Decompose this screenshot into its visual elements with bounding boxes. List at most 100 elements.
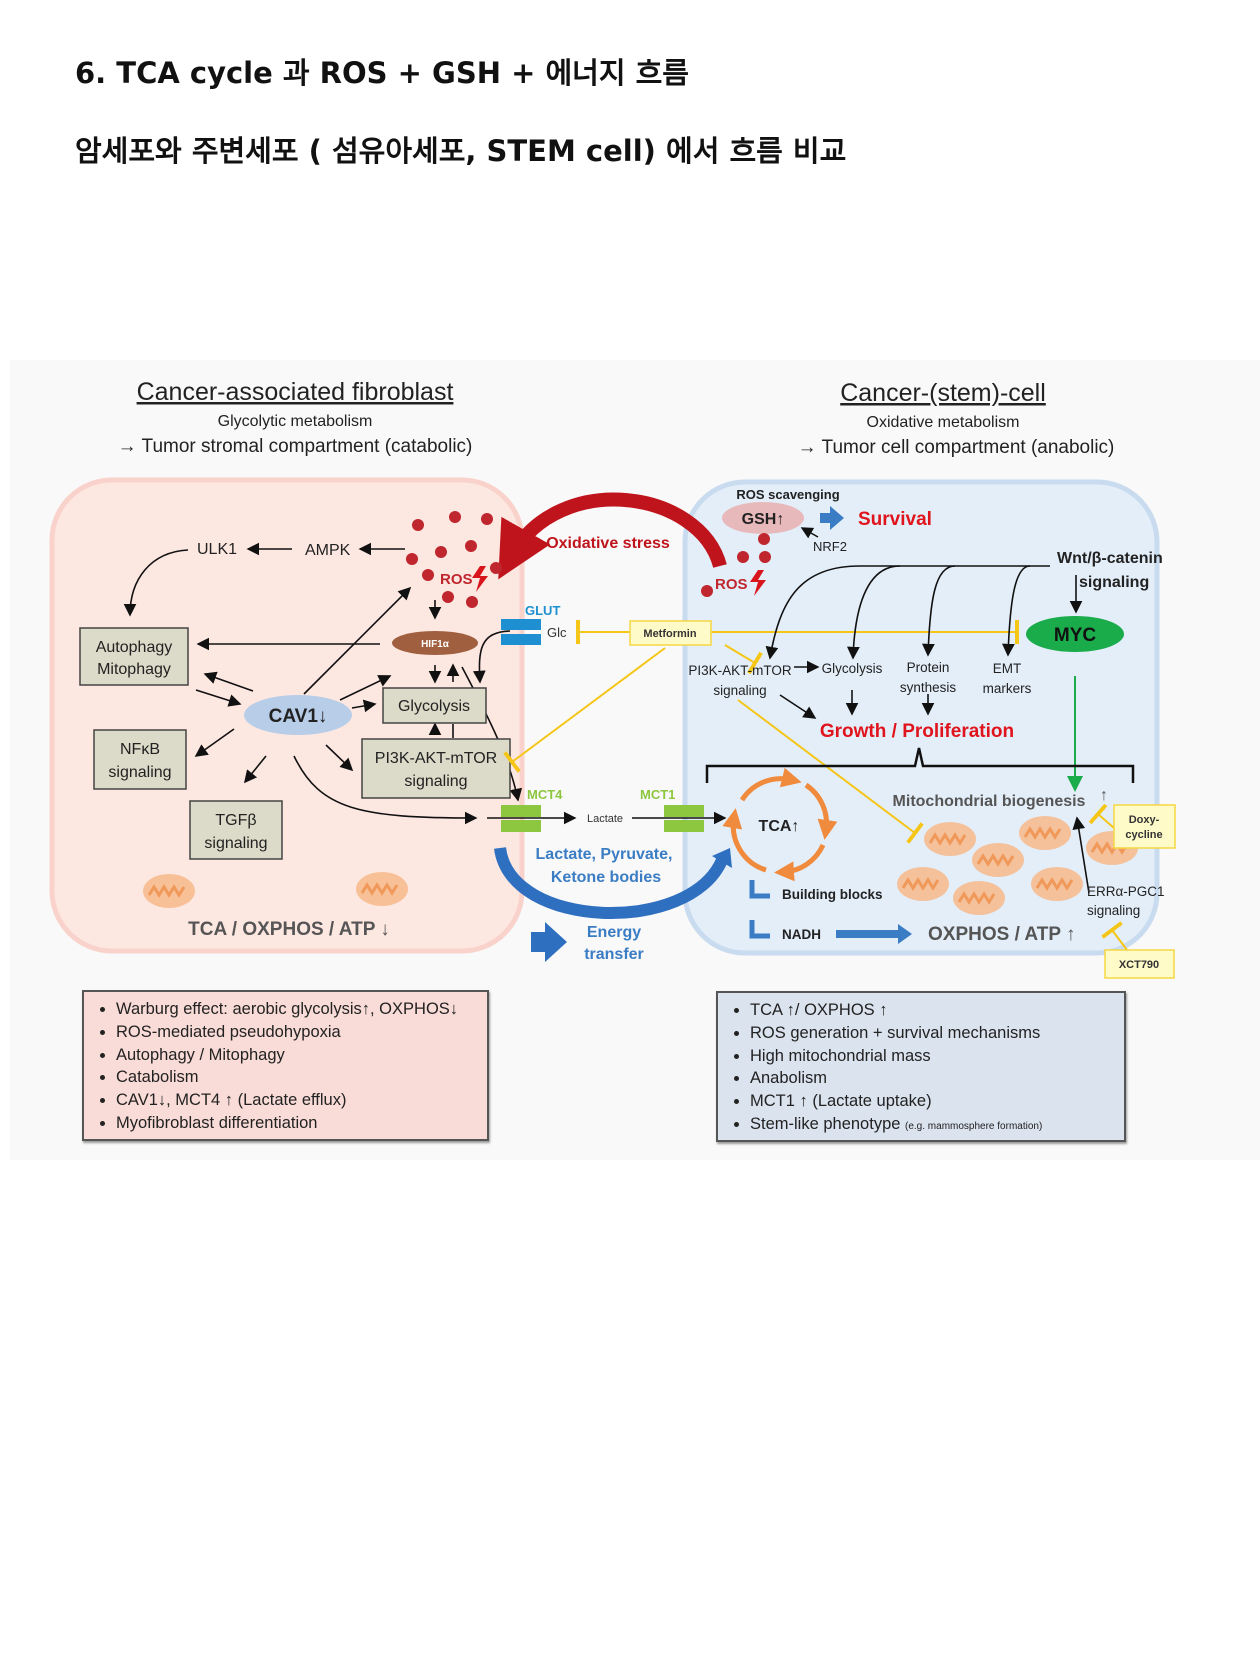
doxycycline-box [1113,804,1176,849]
summary-left-item: Autophagy / Mitophagy [116,1044,487,1067]
survival-label: Survival [858,509,932,530]
nfkb-signaling-label: signaling [108,764,171,781]
arc-arrowhead [712,848,732,868]
bracket [705,747,1135,783]
pi3k-label-left: PI3K-AKT-mTOR [375,750,497,767]
left-arrows [123,542,727,825]
glycolysis-label-left: Glycolysis [398,698,470,715]
right-metabolism-label: Oxidative metabolism [867,414,1020,431]
myc-node [1026,616,1124,652]
metabolites-label: Lactate, Pyruvate, [536,846,673,863]
tca-label: TCA↑ [759,818,800,835]
lightning-icon [750,570,766,596]
hif1a-label: HIF1α [421,639,450,650]
ketone-bodies-label: Ketone bodies [551,869,661,886]
growth-proliferation-label: Growth / Proliferation [820,721,1014,742]
nadh-arrow [749,920,770,939]
metformin-label: Metformin [643,628,696,640]
xct790-box [1104,949,1175,979]
transfer-label: transfer [584,946,644,963]
emt-markers-label: markers [983,681,1032,696]
metformin-box [629,620,712,646]
pi3k-signaling-label-left: signaling [404,773,467,790]
summary-right-item: Stem-like phenotype (e.g. mammosphere fo… [750,1113,1124,1139]
synthesis-label: synthesis [900,680,957,695]
oxphos-atp-label: OXPHOS / ATP ↑ [928,924,1075,945]
summary-left-item: Warburg effect: aerobic glycolysis↑, OXP… [116,998,487,1021]
mitochondrion-icon [141,872,197,910]
nrf2-label: NRF2 [813,539,847,554]
protein-label: Protein [907,660,950,675]
left-tca-oxphos-label: TCA / OXPHOS / ATP ↓ [188,919,390,940]
summary-right-item: High mitochondrial mass [750,1045,1124,1068]
summary-right-item: MCT1 ↑ (Lactate uptake) [750,1090,1124,1113]
summary-left-item: Myofibroblast differentiation [116,1112,487,1135]
doxycycline-label: Doxy- [1129,814,1160,826]
nfkb-box [93,729,187,790]
ulk1-label: ULK1 [197,541,237,558]
mitochondrion-icon [354,870,410,908]
summary-right-item: Anabolism [750,1067,1124,1090]
right-heading: Cancer-(stem)-cell Oxidative metabolism … [798,379,1115,458]
hif1a-node [392,631,478,655]
mct1-transporter [664,805,704,817]
energy-flow-arc [494,846,728,920]
err-pgc1-label: ERRα-PGC1 [1087,884,1165,899]
glut-label: GLUT [525,603,560,618]
mitophagy-label: Mitophagy [97,661,171,678]
tgfb-label: TGFβ [215,812,256,829]
wnt-signaling-label: signaling [1079,574,1149,591]
autophagy-box [79,627,189,686]
gsh-label: GSH↑ [742,511,785,528]
nfkb-label: NFκB [120,741,160,758]
nrf2-arrow [800,527,819,539]
cav1-label: CAV1↓ [269,706,328,727]
summary-right-item: ROS generation + survival mechanisms [750,1022,1124,1045]
right-heading-title: Cancer-(stem)-cell [840,379,1046,407]
glycolysis-label-right: Glycolysis [822,661,883,676]
left-metabolism-label: Glycolytic metabolism [218,413,373,430]
left-heading: Cancer-associated fibroblast Glycolytic … [118,378,473,457]
tgfb-signaling-label: signaling [204,835,267,852]
cav1-node [244,695,352,735]
energy-transfer-arrow-icon [531,922,567,962]
cancer-cell-summary-box: TCA ↑/ OXPHOS ↑ ROS generation + surviva… [716,991,1126,1142]
left-compartment-label: → Tumor stromal compartment (catabolic) [118,436,473,457]
glc-label: Glc [547,625,567,640]
xct790-label: XCT790 [1119,959,1159,971]
oxidative-stress-arrow [498,492,727,580]
pi3k-label-right: PI3K-AKT-mTOR [688,663,792,678]
tca-cycle-icon [722,767,838,882]
oxidative-stress-label: Oxidative stress [546,535,670,552]
up-arrow-label: ↑ [1100,787,1108,804]
page-subtitle: 암세포와 주변세포 ( 섬유아세포, STEM cell) 에서 흐름 비교 [75,134,847,168]
summary-left-item: CAV1↓, MCT4 ↑ (Lactate efflux) [116,1089,487,1112]
building-blocks-arrow [749,880,770,899]
left-heading-title: Cancer-associated fibroblast [137,378,454,406]
ros-particles-left [406,511,502,608]
summary-left-item: ROS-mediated pseudohypoxia [116,1021,487,1044]
emt-label: EMT [993,661,1022,676]
glut-transporter [501,619,541,630]
page-title: 6. TCA cycle 과 ROS + GSH + 에너지 흐름 [75,56,689,90]
doxycycline-label-2: cycline [1125,829,1162,841]
right-compartment-label: → Tumor cell compartment (anabolic) [798,437,1115,458]
err-signaling-label: signaling [1087,903,1140,918]
ros-label-right: ROS [715,576,748,593]
energy-label: Energy [587,924,641,941]
ampk-label: AMPK [305,542,351,559]
summary-right-item: TCA ↑/ OXPHOS ↑ [750,999,1124,1022]
autophagy-label: Autophagy [96,639,173,656]
survival-arrow-icon [820,506,844,530]
nadh-label: NADH [782,927,821,942]
building-blocks-label: Building blocks [782,887,883,902]
lightning-icon [472,566,488,592]
glycolysis-box [382,687,487,724]
fibroblast-summary-box: Warburg effect: aerobic glycolysis↑, OXP… [82,990,489,1141]
summary-left-item: Catabolism [116,1066,487,1089]
ros-particles-right [701,533,771,597]
wnt-label: Wnt/β-catenin [1057,550,1163,567]
mct4-label: MCT4 [527,787,563,802]
gsh-node [722,502,804,534]
